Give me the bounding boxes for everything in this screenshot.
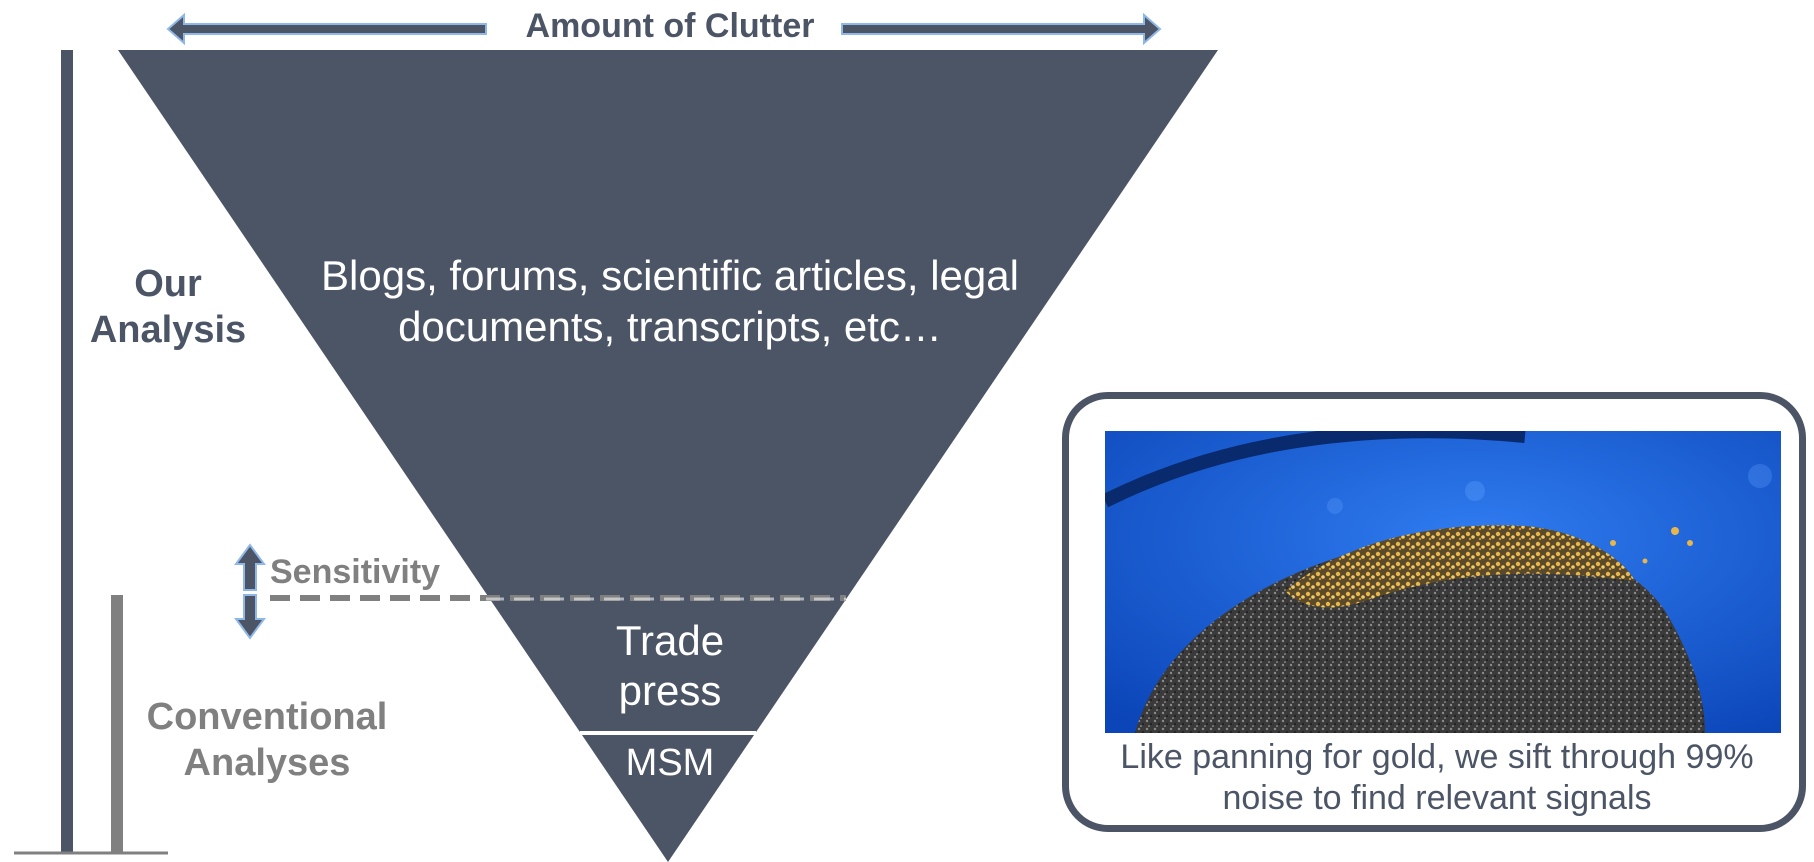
gold-pan-image: [1105, 431, 1781, 733]
sensitivity-arrow-up: [234, 543, 266, 591]
clutter-arrow-right: [841, 12, 1162, 46]
sensitivity-arrow-down: [234, 594, 266, 640]
sensitivity-label: Sensitivity: [270, 553, 441, 591]
clutter-arrow-left: [166, 12, 487, 46]
clutter-title: Amount of Clutter: [525, 7, 815, 45]
gold-pan-photo: [1105, 431, 1781, 733]
callout-caption: Like panning for gold, we sift through 9…: [1120, 738, 1754, 818]
our-analysis-label: Our Analysis: [89, 263, 247, 351]
gold-panning-callout: Like panning for gold, we sift through 9…: [1062, 392, 1806, 832]
funnel-middle-label: Trade press: [615, 617, 725, 714]
clutter-arrow: [166, 12, 1162, 46]
our-analysis-bar: [61, 50, 73, 852]
funnel-top-label: Blogs, forums, scientific articles, lega…: [321, 252, 1019, 351]
funnel-triangle: [118, 50, 1218, 862]
sensitivity-arrow: [234, 543, 266, 640]
conventional-analyses-label: Conventional Analyses: [146, 696, 388, 784]
funnel-bottom-label: MSM: [625, 742, 715, 784]
conventional-bar: [111, 595, 123, 852]
